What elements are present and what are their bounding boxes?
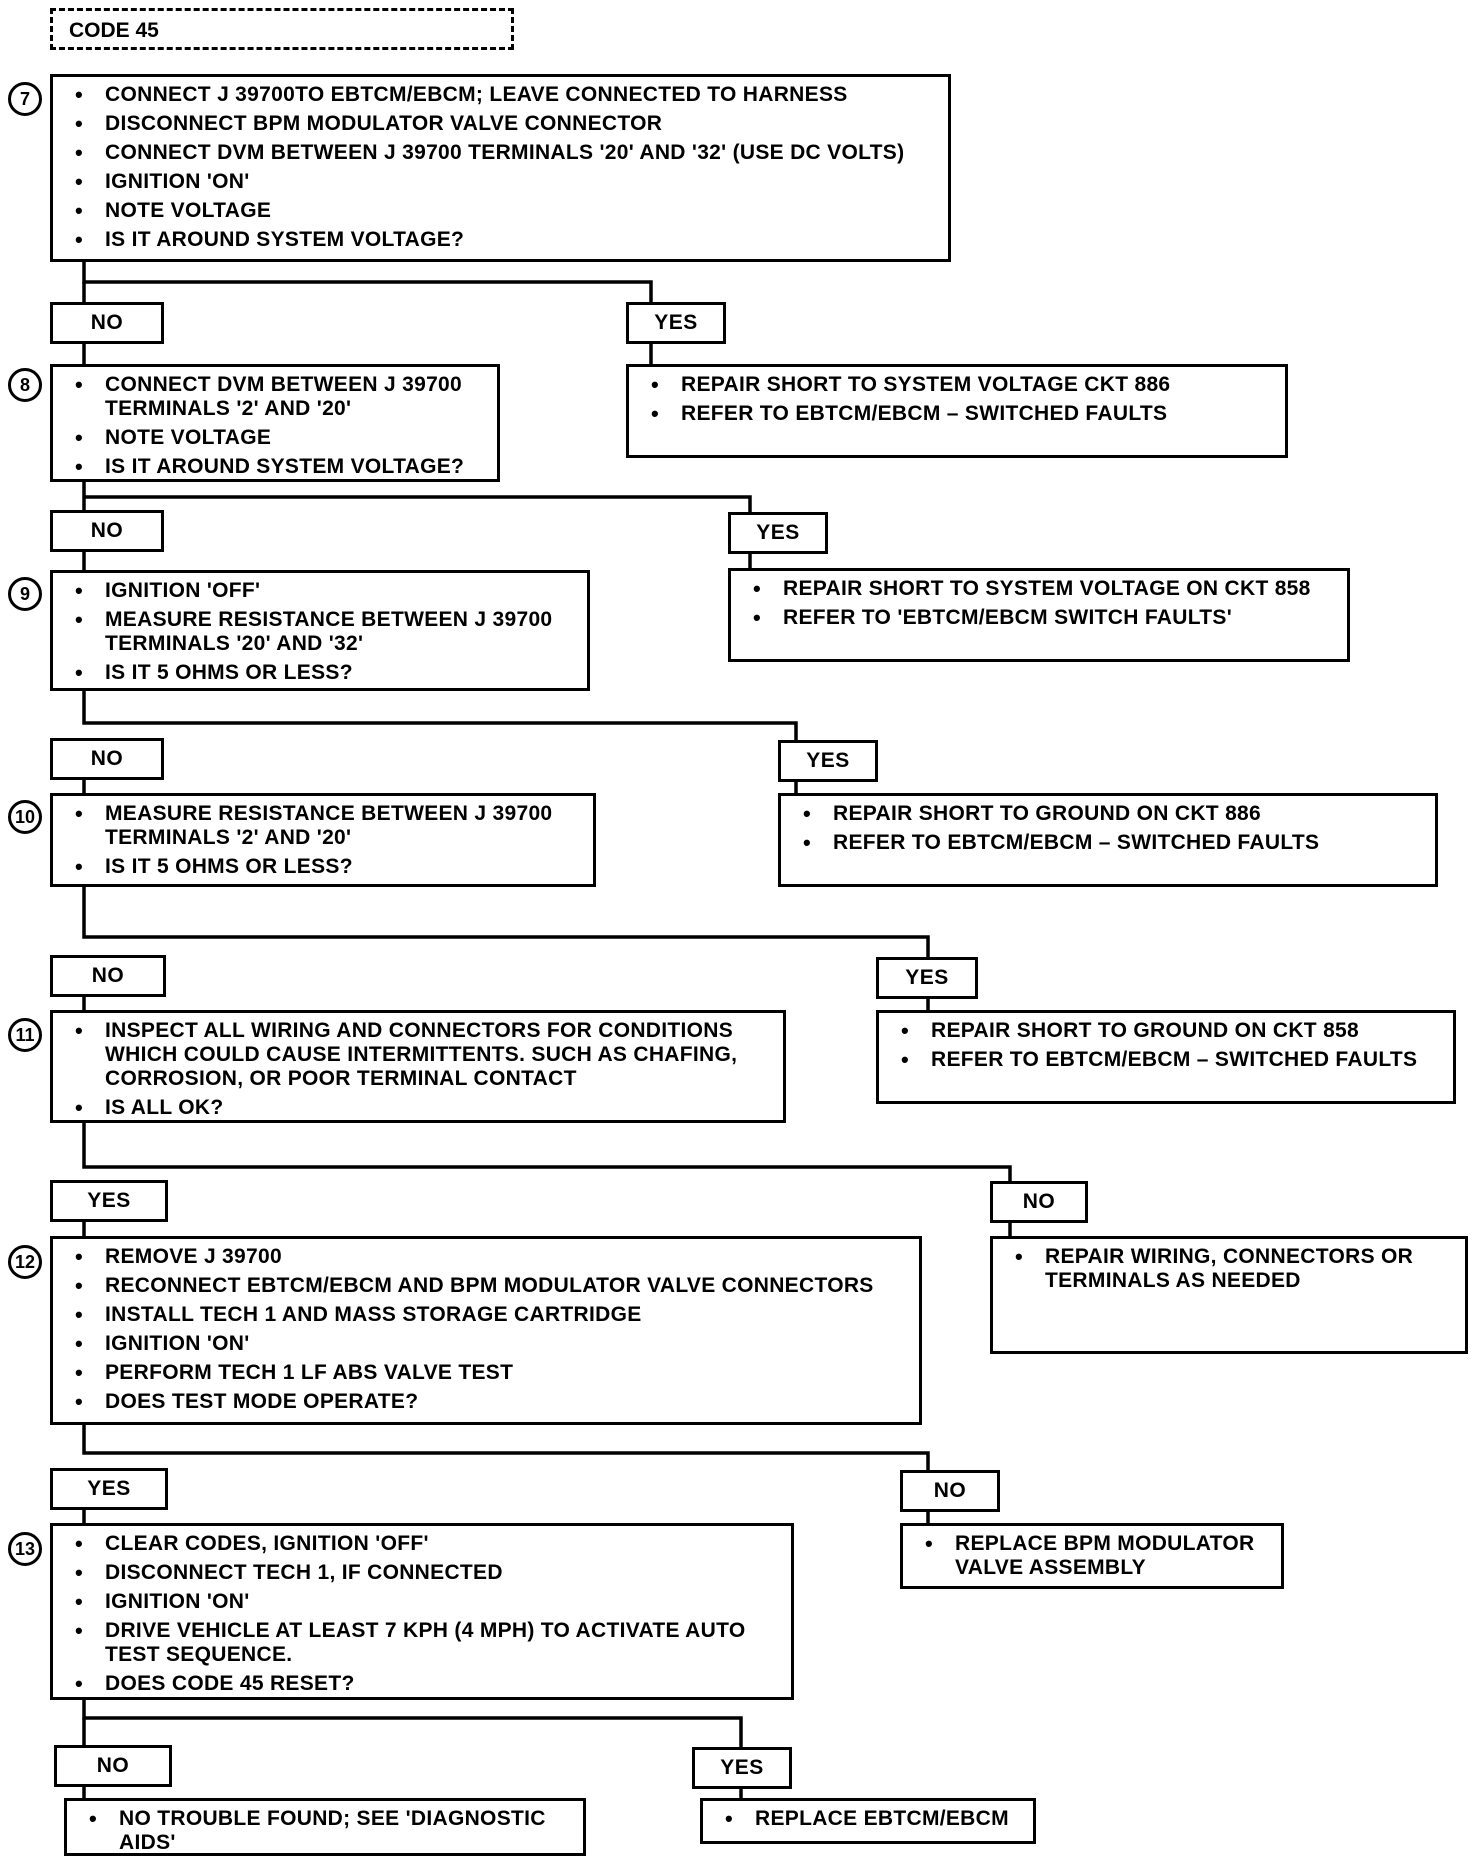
step-12-item: INSTALL TECH 1 AND MASS STORAGE CARTRIDG… — [67, 1303, 911, 1327]
outcome-item: REPAIR WIRING, CONNECTORS OR TERMINALS A… — [1007, 1245, 1457, 1293]
step-12-item: IGNITION 'ON' — [67, 1332, 911, 1356]
step-8-yes-label: YES — [728, 512, 828, 554]
step-12-yes-label: YES — [50, 1468, 168, 1510]
step-12-item: RECONNECT EBTCM/EBCM AND BPM MODULATOR V… — [67, 1274, 911, 1298]
outcome-item: REPLACE BPM MODULATOR VALVE ASSEMBLY — [917, 1532, 1273, 1580]
step-12-no-outcome: REPLACE BPM MODULATOR VALVE ASSEMBLY — [900, 1523, 1284, 1589]
step-7-yes-outcome: REPAIR SHORT TO SYSTEM VOLTAGE CKT 886 R… — [626, 364, 1288, 458]
step-10-yes-label: YES — [876, 957, 978, 999]
code-title: CODE 45 — [69, 19, 159, 42]
step-9-item: MEASURE RESISTANCE BETWEEN J 39700 TERMI… — [67, 608, 579, 656]
outcome-item: REPAIR SHORT TO SYSTEM VOLTAGE ON CKT 85… — [745, 577, 1339, 601]
step-9-item: IGNITION 'OFF' — [67, 579, 579, 603]
step-7-item: CONNECT J 39700TO EBTCM/EBCM; LEAVE CONN… — [67, 83, 940, 107]
step-13-item: DISCONNECT TECH 1, IF CONNECTED — [67, 1561, 783, 1585]
step-13-no-label: NO — [54, 1745, 172, 1787]
step-12-item: REMOVE J 39700 — [67, 1245, 911, 1269]
step-9-box: IGNITION 'OFF' MEASURE RESISTANCE BETWEE… — [50, 570, 590, 691]
step-12-box: REMOVE J 39700 RECONNECT EBTCM/EBCM AND … — [50, 1236, 922, 1425]
step-10-yes-outcome: REPAIR SHORT TO GROUND ON CKT 858 REFER … — [876, 1010, 1456, 1104]
step-12-item: PERFORM TECH 1 LF ABS VALVE TEST — [67, 1361, 911, 1385]
step-9-item: IS IT 5 OHMS OR LESS? — [67, 661, 579, 685]
step-8-box: CONNECT DVM BETWEEN J 39700 TERMINALS '2… — [50, 364, 500, 482]
step-number-10: 10 — [8, 800, 42, 834]
step-10-no-label: NO — [50, 955, 166, 997]
outcome-item: REPAIR SHORT TO GROUND ON CKT 886 — [795, 802, 1427, 826]
step-10-box: MEASURE RESISTANCE BETWEEN J 39700 TERMI… — [50, 793, 596, 887]
step-13-item: CLEAR CODES, IGNITION 'OFF' — [67, 1532, 783, 1556]
step-11-no-outcome: REPAIR WIRING, CONNECTORS OR TERMINALS A… — [990, 1236, 1468, 1354]
step-12-item: DOES TEST MODE OPERATE? — [67, 1390, 911, 1414]
step-9-yes-label: YES — [778, 740, 878, 782]
step-7-item: IS IT AROUND SYSTEM VOLTAGE? — [67, 228, 940, 252]
step-8-item: CONNECT DVM BETWEEN J 39700 TERMINALS '2… — [67, 373, 489, 421]
step-8-yes-outcome: REPAIR SHORT TO SYSTEM VOLTAGE ON CKT 85… — [728, 568, 1350, 662]
step-9-yes-outcome: REPAIR SHORT TO GROUND ON CKT 886 REFER … — [778, 793, 1438, 887]
step-7-yes-label: YES — [626, 302, 726, 344]
step-13-no-outcome: NO TROUBLE FOUND; SEE 'DIAGNOSTIC AIDS' — [64, 1798, 586, 1856]
step-number-11: 11 — [8, 1018, 42, 1052]
code-header: CODE 45 — [50, 8, 514, 50]
step-10-item: IS IT 5 OHMS OR LESS? — [67, 855, 585, 879]
step-number-9: 9 — [8, 577, 42, 611]
step-13-item: DRIVE VEHICLE AT LEAST 7 KPH (4 MPH) TO … — [67, 1619, 783, 1667]
step-13-yes-label: YES — [692, 1747, 792, 1789]
step-13-box: CLEAR CODES, IGNITION 'OFF' DISCONNECT T… — [50, 1523, 794, 1700]
step-13-item: IGNITION 'ON' — [67, 1590, 783, 1614]
step-11-yes-label: YES — [50, 1180, 168, 1222]
step-7-box: CONNECT J 39700TO EBTCM/EBCM; LEAVE CONN… — [50, 74, 951, 262]
step-7-item: CONNECT DVM BETWEEN J 39700 TERMINALS '2… — [67, 141, 940, 165]
step-12-no-label: NO — [900, 1470, 1000, 1512]
outcome-item: REPAIR SHORT TO GROUND ON CKT 858 — [893, 1019, 1445, 1043]
step-number-12: 12 — [8, 1245, 42, 1279]
step-8-item: IS IT AROUND SYSTEM VOLTAGE? — [67, 455, 489, 479]
step-7-item: DISCONNECT BPM MODULATOR VALVE CONNECTOR — [67, 112, 940, 136]
outcome-item: REFER TO EBTCM/EBCM – SWITCHED FAULTS — [893, 1048, 1445, 1072]
outcome-item: REFER TO EBTCM/EBCM – SWITCHED FAULTS — [795, 831, 1427, 855]
step-11-box: INSPECT ALL WIRING AND CONNECTORS FOR CO… — [50, 1010, 786, 1123]
outcome-item: REFER TO EBTCM/EBCM – SWITCHED FAULTS — [643, 402, 1277, 426]
step-8-item: NOTE VOLTAGE — [67, 426, 489, 450]
outcome-item: REPLACE EBTCM/EBCM — [717, 1807, 1025, 1831]
step-9-no-label: NO — [50, 738, 164, 780]
step-7-item: NOTE VOLTAGE — [67, 199, 940, 223]
step-11-item: IS ALL OK? — [67, 1096, 775, 1120]
step-13-item: DOES CODE 45 RESET? — [67, 1672, 783, 1696]
step-8-no-label: NO — [50, 510, 164, 552]
step-7-no-label: NO — [50, 302, 164, 344]
step-10-item: MEASURE RESISTANCE BETWEEN J 39700 TERMI… — [67, 802, 585, 850]
step-11-no-label: NO — [990, 1181, 1088, 1223]
step-7-item: IGNITION 'ON' — [67, 170, 940, 194]
outcome-item: NO TROUBLE FOUND; SEE 'DIAGNOSTIC AIDS' — [81, 1807, 575, 1855]
step-13-yes-outcome: REPLACE EBTCM/EBCM — [700, 1798, 1036, 1844]
outcome-item: REFER TO 'EBTCM/EBCM SWITCH FAULTS' — [745, 606, 1339, 630]
outcome-item: REPAIR SHORT TO SYSTEM VOLTAGE CKT 886 — [643, 373, 1277, 397]
step-number-13: 13 — [8, 1532, 42, 1566]
step-number-7: 7 — [8, 82, 42, 116]
step-number-8: 8 — [8, 368, 42, 402]
step-11-item: INSPECT ALL WIRING AND CONNECTORS FOR CO… — [67, 1019, 775, 1091]
